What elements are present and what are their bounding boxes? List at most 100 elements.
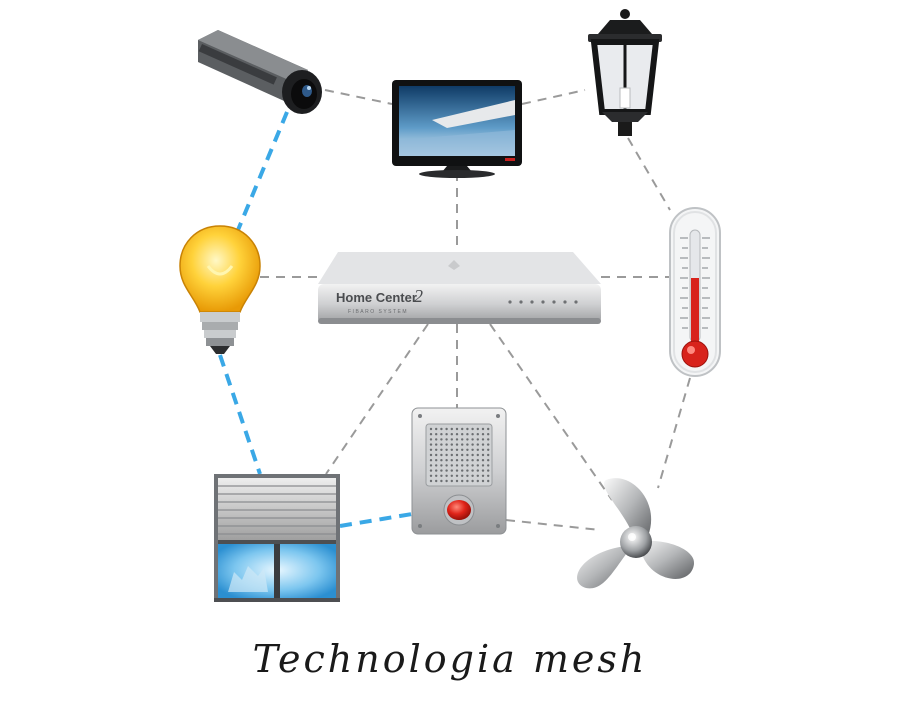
grille-hole	[466, 480, 468, 482]
grille-hole	[477, 469, 479, 471]
grille-hole	[487, 480, 489, 482]
grille-hole	[477, 433, 479, 435]
grille-hole	[471, 433, 473, 435]
grille-hole	[445, 443, 447, 445]
link-tv-lamp	[522, 90, 585, 104]
hub-brand-subtitle: FIBARO SYSTEM	[348, 309, 408, 315]
grille-hole	[456, 475, 458, 477]
grille-hole	[466, 459, 468, 461]
grille-hole	[440, 438, 442, 440]
grille-hole	[445, 459, 447, 461]
grille-hole	[445, 433, 447, 435]
grille-hole	[451, 428, 453, 430]
grille-hole	[471, 454, 473, 456]
grille-hole	[482, 428, 484, 430]
grille-hole	[445, 475, 447, 477]
grille-hole	[440, 433, 442, 435]
grille-hole	[487, 433, 489, 435]
grille-hole	[461, 464, 463, 466]
grille-hole	[487, 469, 489, 471]
light-bulb-icon	[180, 226, 260, 354]
grille-hole	[451, 433, 453, 435]
grille-hole	[430, 475, 432, 477]
grille-hole	[482, 438, 484, 440]
grille-hole	[451, 454, 453, 456]
grille-hole	[466, 469, 468, 471]
grille-hole	[435, 475, 437, 477]
link-camera-tv	[325, 90, 392, 104]
grille-hole	[456, 449, 458, 451]
grille-hole	[461, 475, 463, 477]
grille-hole	[435, 443, 437, 445]
grille-hole	[440, 459, 442, 461]
intercom-panic-button-icon	[412, 408, 506, 534]
grille-hole	[487, 475, 489, 477]
grille-hole	[477, 438, 479, 440]
grille-hole	[456, 454, 458, 456]
grille-hole	[451, 449, 453, 451]
link-intercom-fan	[506, 520, 600, 530]
grille-hole	[477, 475, 479, 477]
grille-hole	[466, 438, 468, 440]
grille-hole	[466, 464, 468, 466]
hub-brand-name: Home Center	[336, 290, 417, 305]
grille-hole	[430, 443, 432, 445]
grille-hole	[440, 475, 442, 477]
grille-hole	[430, 454, 432, 456]
home-center-2-icon: Home Center 2 FIBARO SYSTEM	[318, 252, 601, 324]
grille-hole	[471, 459, 473, 461]
grille-hole	[430, 428, 432, 430]
grille-hole	[477, 480, 479, 482]
fan-icon	[577, 478, 694, 588]
grille-hole	[430, 464, 432, 466]
grille-hole	[482, 469, 484, 471]
grille-hole	[482, 449, 484, 451]
grille-hole	[466, 475, 468, 477]
grille-hole	[466, 454, 468, 456]
grille-hole	[487, 449, 489, 451]
grille-hole	[451, 443, 453, 445]
link-thermometer-fan	[658, 378, 690, 488]
grille-hole	[487, 443, 489, 445]
grille-hole	[430, 433, 432, 435]
grille-hole	[477, 454, 479, 456]
grille-hole	[456, 428, 458, 430]
grille-hole	[461, 433, 463, 435]
grille-hole	[440, 464, 442, 466]
grille-hole	[451, 469, 453, 471]
grille-hole	[435, 438, 437, 440]
grille-hole	[487, 464, 489, 466]
grille-hole	[430, 438, 432, 440]
grille-hole	[487, 428, 489, 430]
roller-blind-window-icon	[214, 474, 340, 602]
grille-hole	[445, 428, 447, 430]
grille-hole	[456, 469, 458, 471]
grille-hole	[456, 443, 458, 445]
grille-hole	[445, 438, 447, 440]
grille-hole	[471, 449, 473, 451]
grille-hole	[440, 449, 442, 451]
grille-hole	[471, 475, 473, 477]
grille-hole	[440, 454, 442, 456]
grille-hole	[482, 443, 484, 445]
grille-hole	[430, 469, 432, 471]
link-bulb-blind	[220, 355, 260, 474]
street-lamp-icon	[588, 9, 662, 136]
grille-hole	[461, 438, 463, 440]
grille-hole	[435, 449, 437, 451]
grille-hole	[430, 459, 432, 461]
grille-hole	[440, 443, 442, 445]
grille-hole	[461, 454, 463, 456]
grille-hole	[430, 480, 432, 482]
grille-hole	[451, 459, 453, 461]
grille-hole	[471, 438, 473, 440]
grille-hole	[487, 454, 489, 456]
grille-hole	[482, 459, 484, 461]
grille-hole	[477, 443, 479, 445]
grille-hole	[477, 459, 479, 461]
grille-hole	[471, 469, 473, 471]
grille-hole	[445, 464, 447, 466]
grille-hole	[471, 480, 473, 482]
grille-hole	[487, 459, 489, 461]
